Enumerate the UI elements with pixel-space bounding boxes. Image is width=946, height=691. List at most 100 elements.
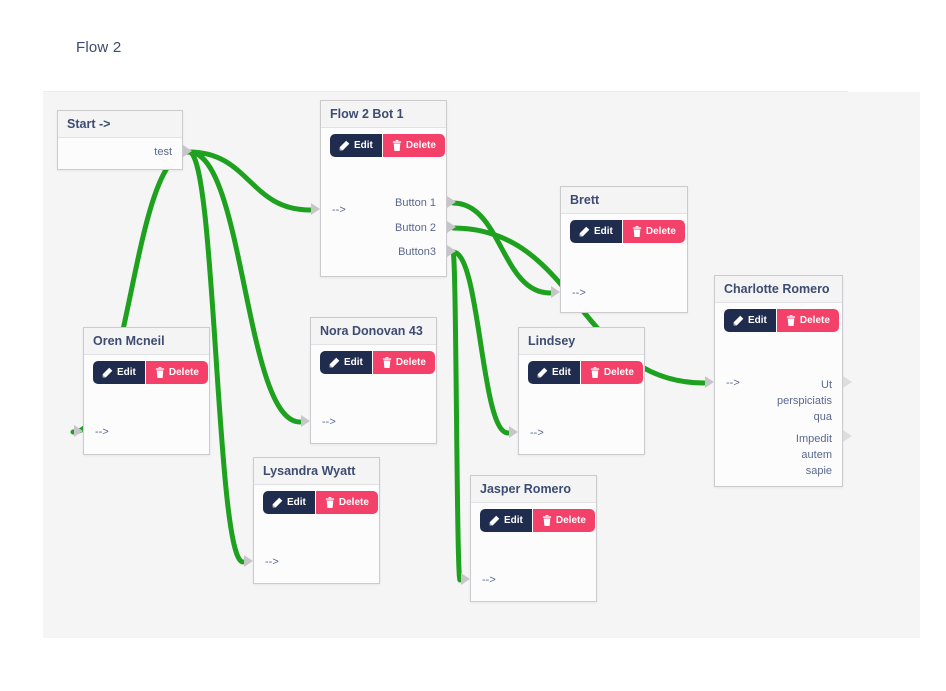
node-title: Oren Mcneil: [84, 328, 209, 355]
delete-button[interactable]: Delete: [580, 361, 643, 384]
flow-node-start[interactable]: Start -> test: [57, 110, 192, 170]
trash-icon: [542, 515, 552, 526]
input-port-arrow-icon[interactable]: [74, 425, 83, 437]
edit-button-label: Edit: [344, 357, 363, 368]
input-port-arrow-icon[interactable]: [705, 376, 714, 388]
edit-button-label: Edit: [504, 515, 523, 526]
node-body: Edit Delete -->: [74, 355, 209, 456]
node-body: Edit Delete -->: [551, 214, 687, 314]
edit-button[interactable]: Edit: [263, 491, 315, 514]
input-port-arrow-icon[interactable]: [301, 415, 310, 427]
output-port-arrow-icon[interactable]: [183, 145, 192, 157]
flow-node-lindsey[interactable]: Lindsey Edit Delete -->: [509, 327, 645, 456]
node-title: Charlotte Romero: [715, 276, 842, 303]
output-port-arrow-icon[interactable]: [447, 221, 456, 233]
delete-button[interactable]: Delete: [532, 509, 595, 532]
connection-start-to-flow2bot1[interactable]: [186, 149, 313, 213]
input-port-arrow-icon[interactable]: [244, 555, 253, 567]
connection-flow2bot1-to-brett[interactable]: [450, 200, 553, 296]
output-port-flow2bot1-2: Button3: [321, 244, 456, 262]
pencil-icon: [339, 140, 350, 151]
output-port-arrow-icon[interactable]: [843, 376, 852, 388]
node-title: Flow 2 Bot 1: [321, 101, 446, 128]
connection-start-to-nora[interactable]: [186, 149, 303, 425]
pencil-icon: [733, 315, 744, 326]
node-actions: Edit Delete: [570, 220, 685, 243]
trash-icon: [590, 367, 600, 378]
input-port: -->: [509, 425, 644, 443]
delete-button-label: Delete: [555, 515, 586, 526]
output-port-start-0: test: [58, 144, 192, 162]
edit-button[interactable]: Edit: [570, 220, 622, 243]
input-port-label: -->: [572, 287, 586, 299]
node-title: Jasper Romero: [471, 476, 596, 503]
delete-button[interactable]: Delete: [145, 361, 208, 384]
delete-button-label: Delete: [168, 367, 199, 378]
node-title: Start ->: [58, 111, 182, 138]
input-port-label: -->: [726, 377, 740, 389]
output-port-arrow-icon[interactable]: [447, 245, 456, 257]
edit-button[interactable]: Edit: [330, 134, 382, 157]
edit-button[interactable]: Edit: [480, 509, 532, 532]
connection-flow2bot1-to-lindsey[interactable]: [450, 249, 511, 436]
node-actions: Edit Delete: [93, 361, 208, 384]
output-port-charlotte-0: Ut perspiciatis qua: [715, 375, 852, 423]
input-port: -->: [74, 424, 209, 442]
node-actions: Edit Delete: [528, 361, 643, 384]
edit-button[interactable]: Edit: [93, 361, 145, 384]
input-port-label: -->: [482, 574, 496, 586]
delete-button[interactable]: Delete: [372, 351, 435, 374]
output-port-label: Button 1: [395, 197, 436, 209]
node-title: Brett: [561, 187, 687, 214]
delete-button[interactable]: Delete: [776, 309, 839, 332]
input-port-arrow-icon[interactable]: [461, 573, 470, 585]
edit-button-label: Edit: [552, 367, 571, 378]
connection-flow2bot1-to-jasper[interactable]: [450, 249, 463, 583]
output-port-flow2bot1-1: Button 2: [321, 220, 456, 238]
flow-node-jasper[interactable]: Jasper Romero Edit Delete -->: [461, 475, 597, 602]
edit-button-label: Edit: [354, 140, 373, 151]
flow-node-flow2bot1[interactable]: Flow 2 Bot 1 Edit Delete --> Button 1 Button…: [311, 100, 456, 277]
edit-button-label: Edit: [287, 497, 306, 508]
output-port-arrow-icon[interactable]: [447, 196, 456, 208]
edit-button[interactable]: Edit: [724, 309, 776, 332]
delete-button-label: Delete: [799, 315, 830, 326]
input-port-arrow-icon[interactable]: [551, 286, 560, 298]
flow-node-oren[interactable]: Oren Mcneil Edit Delete -->: [74, 327, 210, 456]
delete-button-label: Delete: [405, 140, 436, 151]
input-port-label: -->: [95, 426, 109, 438]
input-port-arrow-icon[interactable]: [509, 426, 518, 438]
pencil-icon: [579, 226, 590, 237]
output-port-label: Button3: [398, 246, 436, 258]
node-title: Lysandra Wyatt: [254, 458, 379, 485]
delete-button[interactable]: Delete: [622, 220, 685, 243]
pencil-icon: [537, 367, 548, 378]
delete-button[interactable]: Delete: [315, 491, 378, 514]
node-body: Edit Delete -->: [509, 355, 644, 456]
delete-button-label: Delete: [395, 357, 426, 368]
input-port: -->: [244, 554, 379, 572]
input-port-label: -->: [332, 204, 346, 216]
flow-node-lysandra[interactable]: Lysandra Wyatt Edit Delete -->: [244, 457, 380, 585]
delete-button[interactable]: Delete: [382, 134, 445, 157]
input-port-label: -->: [530, 427, 544, 439]
node-body: Edit Delete -->: [244, 485, 379, 585]
edit-button[interactable]: Edit: [528, 361, 580, 384]
trash-icon: [155, 367, 165, 378]
input-port-label: -->: [322, 416, 336, 428]
output-port-arrow-icon[interactable]: [843, 430, 852, 442]
flow-node-brett[interactable]: Brett Edit Delete -->: [551, 186, 688, 314]
output-port-flow2bot1-0: Button 1: [321, 195, 456, 213]
flow-node-charlotte[interactable]: Charlotte Romero Edit Delete -->Ut perspic…: [705, 275, 852, 487]
edit-button[interactable]: Edit: [320, 351, 372, 374]
flow-node-nora[interactable]: Nora Donovan 43 Edit Delete -->: [301, 317, 437, 444]
node-title: Nora Donovan 43: [311, 318, 436, 345]
pencil-icon: [102, 367, 113, 378]
delete-button-label: Delete: [645, 226, 676, 237]
node-title: Lindsey: [519, 328, 644, 355]
connection-start-to-lysandra[interactable]: [186, 149, 246, 565]
input-port-arrow-icon[interactable]: [311, 203, 320, 215]
node-actions: Edit Delete: [480, 509, 595, 532]
input-port-label: -->: [265, 556, 279, 568]
